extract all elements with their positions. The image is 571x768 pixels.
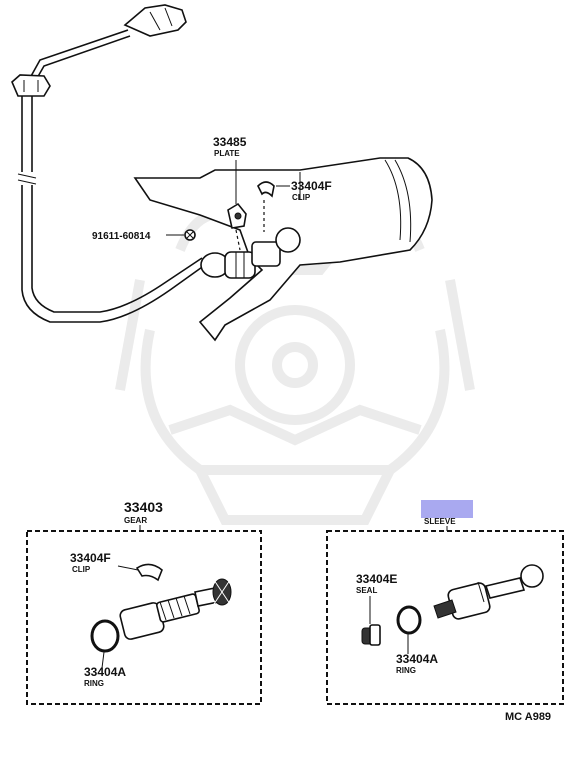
diagram-code: MC A989: [505, 711, 551, 723]
ring-left-part-name: RING: [84, 679, 104, 688]
clip-top-part-number: 33404F: [291, 179, 332, 193]
clip-left-part-number: 33404F: [70, 551, 111, 565]
clip-left-part-name: CLIP: [72, 565, 91, 574]
plate-part: [227, 160, 247, 251]
clip-part-top: [257, 181, 290, 232]
gear-kit-parts: [90, 563, 232, 653]
speedometer-cable: [11, 4, 206, 323]
sleeve-kit-parts: [361, 564, 544, 646]
sleeve-part-name: SLEEVE: [424, 517, 456, 526]
redaction-box: [421, 500, 473, 518]
bolt-icon: [184, 229, 196, 241]
clip-top-part-name: CLIP: [292, 193, 311, 202]
bolt-part-number: 91611-60814: [92, 231, 151, 242]
gear-kit-box: [26, 530, 262, 705]
sleeve-kit-box: [326, 530, 564, 705]
ring-right-part-name: RING: [396, 666, 416, 675]
gear-part-number: 33403: [124, 499, 163, 515]
gear-part-name: GEAR: [124, 516, 147, 525]
seal-part-name: SEAL: [356, 586, 377, 595]
seal-part-number: 33404E: [356, 572, 397, 586]
driven-gear-assembly: [200, 227, 301, 279]
ring-right-part-number: 33404A: [396, 652, 438, 666]
plate-part-name: PLATE: [214, 149, 240, 158]
plate-part-number: 33485: [213, 135, 247, 149]
ring-left-part-number: 33404A: [84, 665, 126, 679]
watermark-emblem: [115, 209, 475, 525]
